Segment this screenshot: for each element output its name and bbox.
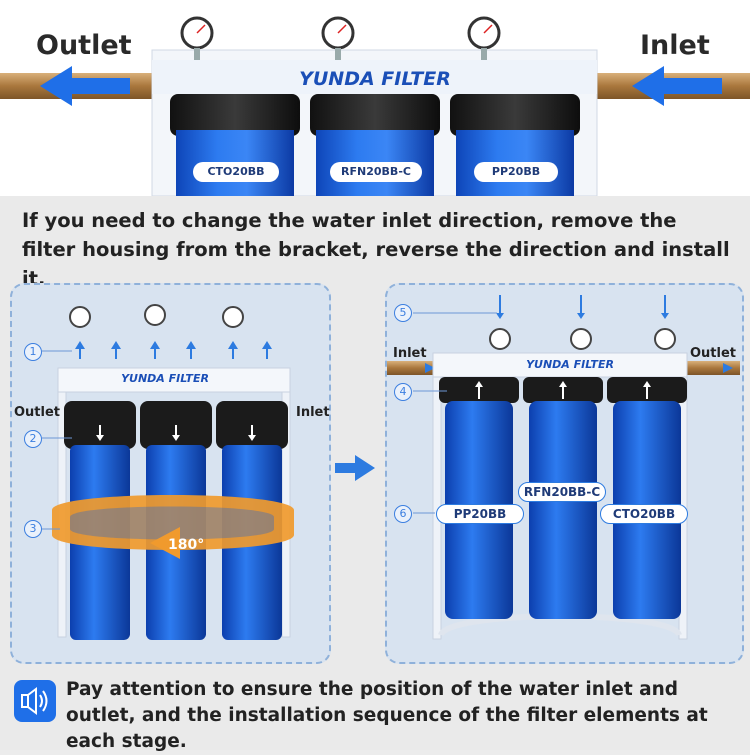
top-filter-label-2: RFN20BB-C xyxy=(330,162,422,182)
right-inlet-label: Inlet xyxy=(393,346,427,361)
top-filter-label-1: CTO20BB xyxy=(193,162,279,182)
top-brand: YUNDA FILTER xyxy=(299,68,451,90)
pressure-gauge-icon xyxy=(489,328,511,350)
speaker-icon xyxy=(14,680,56,722)
top-filter-label-3: PP20BB xyxy=(474,162,558,182)
step-number-6: 6 xyxy=(394,505,412,523)
bottom-note: Pay attention to ensure the position of … xyxy=(66,679,708,752)
inlet-arrow-icon xyxy=(632,66,722,106)
left-panel-illustration xyxy=(42,304,294,640)
right-brand: YUNDA FILTER xyxy=(526,358,614,371)
left-brand: YUNDA FILTER xyxy=(121,372,209,385)
top-inlet-label: Inlet xyxy=(640,30,710,61)
arrow-right-icon xyxy=(335,455,375,481)
step-number-3: 3 xyxy=(24,520,42,538)
left-inlet-label: Inlet xyxy=(296,405,330,420)
pressure-gauge-icon xyxy=(222,306,244,328)
step-number-1: 1 xyxy=(24,343,42,361)
step-number-4: 4 xyxy=(394,383,412,401)
pressure-gauge-icon xyxy=(467,16,501,60)
outlet-arrow-icon xyxy=(40,66,130,106)
pressure-gauge-icon xyxy=(570,328,592,350)
left-outlet-label: Outlet xyxy=(14,405,61,420)
right-filter-label-1: PP20BB xyxy=(436,504,524,524)
step-number-2: 2 xyxy=(24,430,42,448)
pressure-gauge-icon xyxy=(144,304,166,326)
right-filter-label-3: CTO20BB xyxy=(600,504,688,524)
rotation-label: 180° xyxy=(168,537,205,553)
pressure-gauge-icon xyxy=(69,306,91,328)
right-panel-illustration xyxy=(387,295,740,640)
step-number-5: 5 xyxy=(394,304,412,322)
instruction-text: If you need to change the water inlet di… xyxy=(22,209,730,290)
pressure-gauge-icon xyxy=(654,328,676,350)
top-outlet-label: Outlet xyxy=(36,30,132,61)
pressure-gauge-icon xyxy=(180,16,214,60)
pressure-gauge-icon xyxy=(321,16,355,60)
right-filter-label-2: RFN20BB-C xyxy=(518,482,606,502)
right-outlet-label: Outlet xyxy=(690,346,737,361)
